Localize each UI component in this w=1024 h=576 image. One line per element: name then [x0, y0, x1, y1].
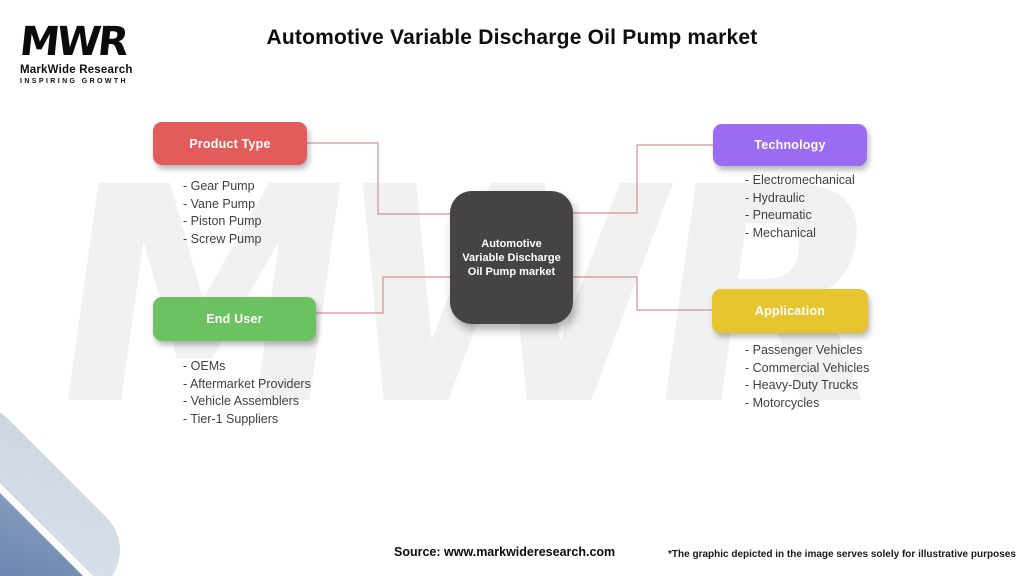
list-item: - Screw Pump: [183, 231, 262, 246]
list-item: - Vehicle Assemblers: [183, 394, 300, 408]
source-text: Source: www.markwideresearch.com: [394, 545, 616, 559]
connector-application: [573, 276, 712, 311]
branch-list-application: - Passenger Vehicles - Commercial Vehicl…: [745, 342, 869, 412]
list-item: - Pneumatic: [745, 208, 812, 222]
list-item: - Gear Pump: [183, 179, 255, 193]
disclaimer-text: *The graphic depicted in the image serve…: [668, 549, 1016, 560]
branch-box-technology: Technology: [713, 124, 867, 166]
branch-label-application: Application: [754, 304, 826, 318]
branch-list-end-user: - OEMs - Aftermarket Providers - Vehicle…: [183, 358, 311, 428]
branch-box-end-user: End User: [153, 297, 316, 341]
markwide-research-logo: MWR MarkWide Research INSPIRING GROWTH: [18, 19, 133, 85]
page-title: Automotive Variable Discharge Oil Pump m…: [266, 26, 758, 49]
list-item: - Motorcycles: [745, 395, 820, 410]
list-item: - OEMs: [183, 359, 226, 373]
center-market-node-label: Automotive Variable Discharge Oil Pump m…: [462, 237, 561, 278]
list-item: - Heavy-Duty Trucks: [745, 378, 859, 392]
list-item: - Vane Pump: [183, 196, 256, 211]
connector-end-user: [316, 276, 450, 314]
connector-technology: [573, 144, 713, 214]
branch-label-end-user: End User: [206, 312, 263, 326]
branch-label-technology: Technology: [754, 138, 826, 152]
branch-box-product-type: Product Type: [153, 122, 307, 165]
center-market-node: Automotive Variable Discharge Oil Pump m…: [450, 191, 573, 324]
list-item: - Passenger Vehicles: [745, 343, 863, 357]
logo-tagline: INSPIRING GROWTH: [20, 78, 129, 85]
list-item: - Mechanical: [745, 225, 816, 240]
branch-box-application: Application: [712, 289, 868, 333]
list-item: - Tier-1 Suppliers: [183, 411, 279, 426]
list-item: - Commercial Vehicles: [745, 360, 870, 375]
list-item: - Electromechanical: [745, 173, 855, 187]
list-item: - Piston Pump: [183, 214, 262, 228]
list-item: - Hydraulic: [745, 190, 805, 205]
branch-list-technology: - Electromechanical - Hydraulic - Pneuma…: [745, 172, 855, 242]
branch-label-product-type: Product Type: [189, 136, 271, 151]
logo-company-name: MarkWide Research: [20, 64, 133, 76]
list-item: - Aftermarket Providers: [183, 376, 311, 391]
connector-product-type: [307, 142, 450, 215]
branch-list-product-type: - Gear Pump - Vane Pump - Piston Pump - …: [183, 178, 262, 248]
